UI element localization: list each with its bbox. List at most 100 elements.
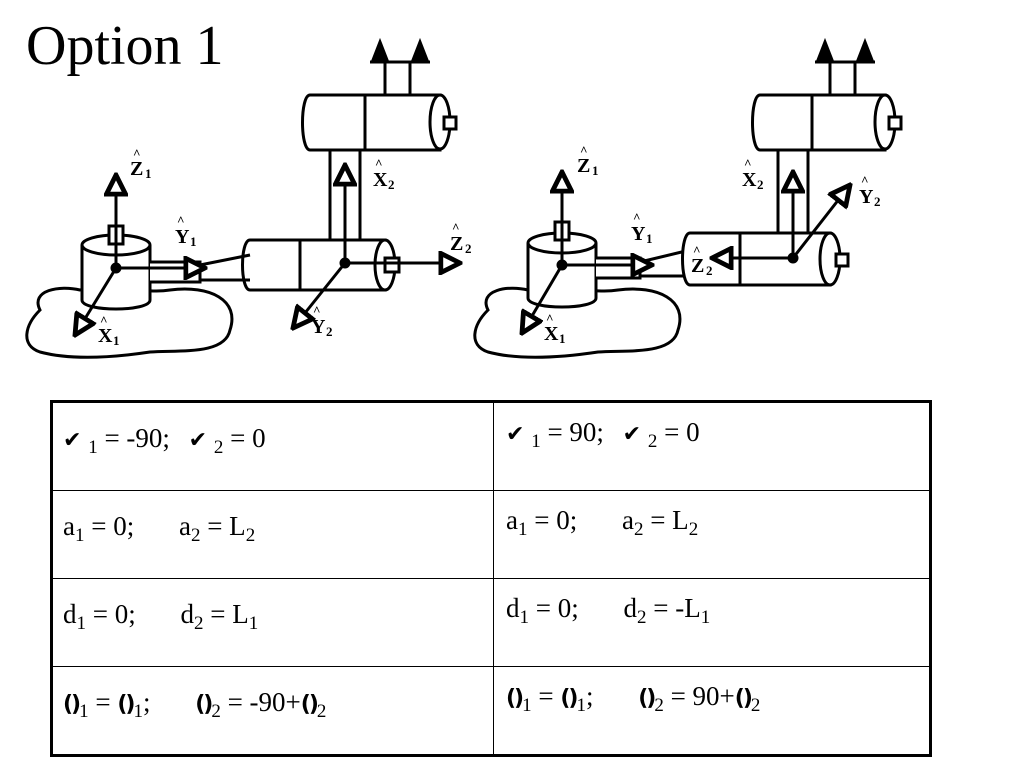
theta-icon: (): [117, 692, 135, 717]
d2-sub: 2: [193, 613, 204, 634]
y2-hat-right: ^: [861, 173, 869, 188]
theta2-eq: = -90+: [227, 687, 301, 717]
y2-axis-right: [791, 185, 850, 259]
d1-value: = 0;: [535, 593, 579, 623]
theta-icon: (): [560, 686, 578, 711]
alpha2-value: = 0: [230, 423, 266, 453]
a2-value-sub: 2: [245, 525, 256, 546]
d1-sub: 1: [76, 613, 87, 634]
x2-hat: ^: [375, 156, 383, 171]
wrist-pin: [442, 115, 458, 131]
dh-parameter-table: ✔ 1 = -90; ✔ 2 = 0 ✔ 1 = 90; ✔ 2 = 0 a1 …: [50, 400, 932, 757]
d2-value-sub: 1: [248, 613, 259, 634]
x2-sub: 2: [388, 177, 395, 192]
a1-value: = 0;: [534, 505, 578, 535]
theta-icon: (): [300, 692, 319, 717]
theta1-sub: 1: [522, 695, 532, 716]
a2-value: = L: [207, 511, 246, 541]
theta1-value-sub: 1: [133, 701, 143, 722]
y1-sub: 1: [190, 234, 197, 249]
y1-label: Y: [175, 226, 190, 248]
alpha1-value: = 90;: [547, 417, 604, 447]
cell-theta-right: ()1 = ()1; ()2 = 90+()2: [493, 666, 931, 756]
theta-icon: (): [63, 692, 81, 717]
check-icon: ✔: [63, 428, 82, 453]
theta1-eq: =: [538, 681, 554, 711]
cell-alpha-right: ✔ 1 = 90; ✔ 2 = 0: [493, 401, 931, 491]
z2-hat: ^: [452, 220, 460, 235]
x1-axis: [75, 267, 118, 335]
z2-label: Z: [450, 233, 463, 255]
theta1-end: ;: [585, 681, 594, 711]
a1-symbol: a: [506, 505, 518, 535]
d1-sub: 1: [519, 607, 530, 628]
alpha2-value: = 0: [664, 417, 700, 447]
check-icon: ✔: [188, 428, 208, 453]
arm-link-1: [150, 260, 202, 284]
wrist-cylinder: [301, 93, 442, 152]
d2-value: = L: [210, 599, 249, 629]
theta2-eq: = 90+: [670, 681, 735, 711]
x1-label: X: [98, 325, 113, 347]
x1-sub: 1: [113, 333, 120, 348]
robot-diagrams: ^ Z 1 ^ Y 1 ^ X 1 ^ X 2 ^ Z 2 ^ Y 2: [25, 37, 903, 359]
alpha2-sub: 2: [213, 437, 224, 458]
z2-hat-right: ^: [693, 243, 701, 258]
robot-diagram-left: [25, 37, 460, 359]
table-row-a: a1 = 0; a2 = L2 a1 = 0; a2 = L2: [51, 490, 931, 579]
a1-value: = 0;: [91, 511, 135, 541]
link-2-cylinder: [241, 238, 387, 292]
theta-icon: (): [506, 686, 524, 711]
table-row-theta: ()1 = ()1; ()2 = -90+()2 ()1 = ()1; ()2 …: [51, 666, 931, 756]
alpha2-sub: 2: [647, 431, 658, 452]
z1-hat-right: ^: [580, 143, 588, 158]
d1-value: = 0;: [92, 599, 136, 629]
x2-sub-right: 2: [757, 177, 764, 192]
theta2-value-sub: 2: [316, 701, 327, 722]
gripper-fingers: [370, 37, 430, 62]
a1-sub: 1: [74, 525, 85, 546]
ground-blob: [25, 285, 234, 359]
theta2-sub: 2: [654, 695, 664, 716]
z1-label-right: Z: [577, 155, 590, 177]
wrist-pin-right: [887, 115, 903, 131]
cell-a-left: a1 = 0; a2 = L2: [51, 490, 494, 579]
theta2-sub: 2: [211, 701, 221, 722]
cell-d-right: d1 = 0; d2 = -L1: [493, 578, 931, 667]
x2-label-right: X: [742, 169, 757, 191]
y2-label: Y: [311, 316, 326, 338]
link-connector: [199, 253, 251, 282]
x1-sub-right: 1: [559, 331, 566, 346]
d2-value-sub: 1: [700, 607, 711, 628]
theta-icon: (): [734, 686, 753, 711]
cell-a-right: a1 = 0; a2 = L2: [493, 490, 931, 579]
page-title: Option 1: [26, 15, 224, 77]
alpha1-sub: 1: [88, 437, 98, 458]
vertical-tube-right: [776, 150, 810, 233]
table-row-alpha: ✔ 1 = -90; ✔ 2 = 0 ✔ 1 = 90; ✔ 2 = 0: [51, 401, 931, 491]
x1-hat-right: ^: [546, 311, 554, 326]
y1-label-right: Y: [631, 223, 646, 245]
robot-diagram-right: [473, 37, 903, 359]
d2-value: = -L: [653, 593, 701, 623]
a2-sub: 2: [633, 519, 644, 540]
gripper-stem-right: [815, 60, 875, 95]
y2-axis: [293, 262, 347, 328]
a2-symbol: a: [178, 511, 191, 541]
z2-sub: 2: [465, 241, 472, 256]
wrist-cylinder-right: [751, 93, 887, 152]
d2-sub: 2: [636, 607, 647, 628]
d1-symbol: d: [506, 593, 520, 623]
theta2-value-sub: 2: [750, 695, 761, 716]
y1-sub-right: 1: [646, 231, 653, 246]
cell-theta-left: ()1 = ()1; ()2 = -90+()2: [51, 666, 494, 756]
x1-label-right: X: [544, 323, 559, 345]
cell-d-left: d1 = 0; d2 = L1: [51, 578, 494, 667]
y1-hat-right: ^: [633, 210, 641, 225]
a2-value: = L: [650, 505, 689, 535]
y2-label-right: Y: [859, 186, 874, 208]
a1-sub: 1: [517, 519, 528, 540]
a2-value-sub: 2: [688, 519, 699, 540]
a2-symbol: a: [621, 505, 634, 535]
y2-hat: ^: [313, 303, 321, 318]
